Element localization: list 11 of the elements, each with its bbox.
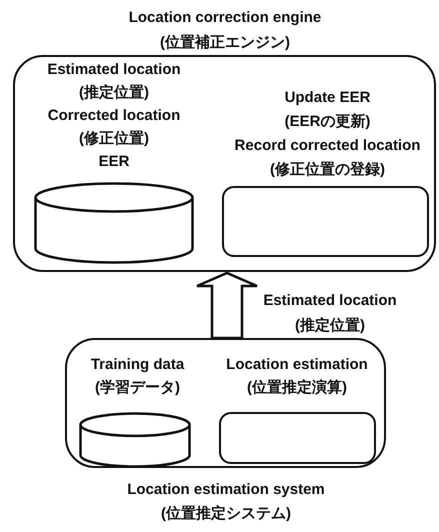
block-arrow [196, 272, 258, 340]
node-label: Training data (学習データ) [90, 355, 186, 398]
heading: Location estimation system (位置推定システム) [126, 480, 326, 524]
node-label: Location estimation (位置推定演算) [225, 355, 369, 398]
node-label: Estimated location (推定位置) [46, 60, 182, 103]
edge-label: Estimated location (推定位置) [262, 291, 398, 336]
node-label: EER [98, 152, 130, 172]
heading: Location correction engine (位置補正エンジン) [128, 8, 322, 53]
node-label: Corrected location (修正位置) [46, 106, 182, 149]
node-label: Record corrected location (修正位置の登録) [234, 136, 422, 180]
node-label: Update EER (EERの更新) [284, 88, 372, 132]
